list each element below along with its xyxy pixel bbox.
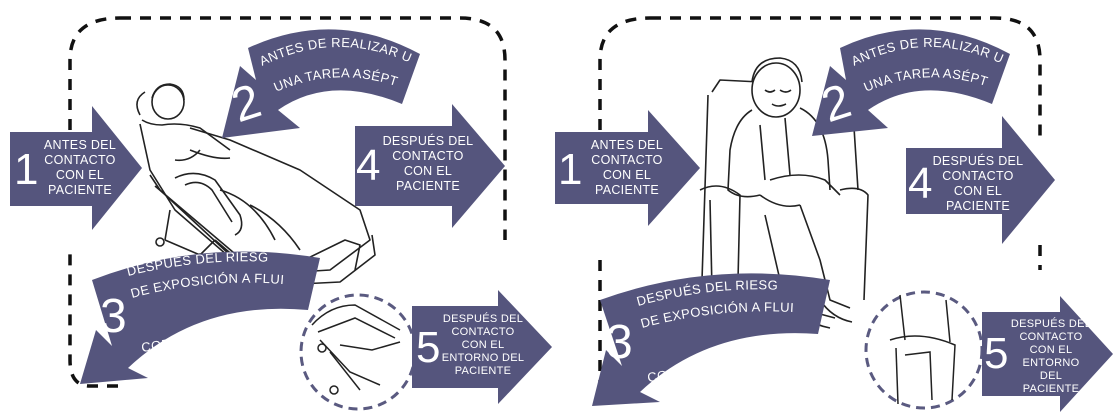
moment-4-number: 4 xyxy=(356,144,380,188)
moment-3-right-number: 3 xyxy=(606,316,633,369)
chair-environment-inset xyxy=(866,292,982,408)
moment-5-right-label: DESPUÉS DEL CONTACTO CON EL ENTORNO DEL … xyxy=(1010,318,1092,396)
moment-5-right-number: 5 xyxy=(984,332,1008,376)
moment-4-right-number: 4 xyxy=(908,162,932,206)
moment-4-label: DESPUÉS DEL CONTACTO CON EL PACIENTE xyxy=(382,134,474,194)
moment-1-right-number: 1 xyxy=(558,148,582,192)
moment-1-right-label: ANTES DEL CONTACTO CON EL PACIENTE xyxy=(586,138,668,198)
moment-2-right-label-line1: ANTES DE REALIZAR UNA xyxy=(0,0,1006,69)
moment-4-right-label: DESPUÉS DEL CONTACTO CON EL PACIENTE xyxy=(932,154,1024,214)
bed-environment-inset xyxy=(301,295,415,409)
moment-1-number: 1 xyxy=(14,148,38,192)
moment-3-number: 3 xyxy=(100,290,127,343)
moment-5-number: 5 xyxy=(416,326,440,370)
moment-1-label: ANTES DEL CONTACTO CON EL PACIENTE xyxy=(40,138,120,198)
moment-5-label: DESPUÉS DEL CONTACTO CON EL ENTORNO DEL … xyxy=(440,313,526,378)
